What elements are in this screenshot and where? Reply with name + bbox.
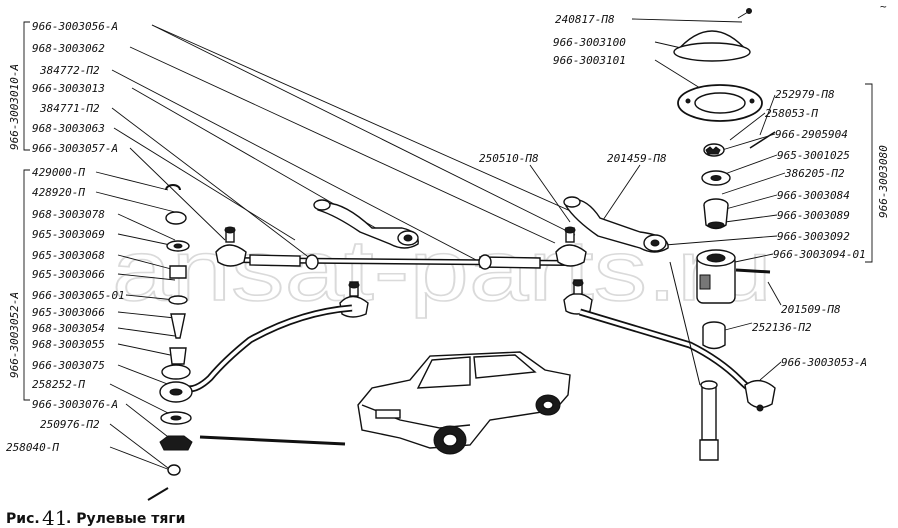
part-label-252136-p2: 252136-П2	[752, 321, 812, 334]
part-label-968-3003062: 968-3003062	[32, 42, 105, 55]
part-label-966-3003084: 966-3003084	[777, 189, 850, 202]
thin-rod	[199, 435, 346, 446]
part-label-428920-p: 428920-П	[32, 186, 85, 199]
part-label-258040-p: 258040-П	[6, 441, 59, 454]
part-label-968-3003063: 968-3003063	[32, 122, 105, 135]
part-label-250510-p8: 250510-П8	[479, 152, 539, 165]
group-bracket-right: 966-3003080	[865, 83, 890, 263]
part-label-965-3003066-b: 965-3003066	[32, 306, 105, 319]
part-label-384772-p2: 384772-П2	[39, 64, 100, 77]
part-label-966-3003065-01: 966-3003065-01	[32, 289, 125, 302]
caption-prefix: Рис.	[6, 511, 40, 527]
part-label-240817-p8: 240817-П8	[555, 13, 615, 26]
center-tie-rod	[231, 254, 571, 270]
group-bracket-left-bottom: 966-3003052-А	[8, 169, 30, 401]
part-label-968-3003054: 968-3003054	[32, 322, 105, 335]
ball-joint-right-upper	[555, 226, 587, 267]
part-label-968-3003078: 968-3003078	[32, 208, 105, 221]
part-label-966-3003075: 966-3003075	[32, 359, 105, 372]
gasket-ring	[677, 84, 763, 122]
part-label-966-3003092: 966-3003092	[777, 230, 850, 243]
dust-cap	[673, 8, 752, 62]
part-label-966-3003100: 966-3003100	[553, 36, 626, 49]
washer-right	[701, 170, 731, 186]
group-bracket-left-top: 966-3003010-А	[8, 21, 30, 151]
part-label-384771-p2: 384771-П2	[39, 102, 100, 115]
idler-arm-right	[563, 196, 669, 253]
part-label-965-3003069: 965-3003069	[32, 228, 105, 241]
part-label-966-3003076-a: 966-3003076-А	[32, 398, 118, 411]
part-label-966-2905904: 966-2905904	[775, 128, 848, 141]
castle-nut-right	[703, 143, 725, 157]
part-label-201459-p8: 201459-П8	[607, 152, 667, 165]
group-label-right: 966-3003080	[877, 145, 890, 218]
caption-title: . Рулевые тяги	[66, 511, 185, 527]
watermark: ansat-parts.ru	[112, 223, 772, 319]
cotter-pin	[749, 131, 776, 149]
ball-joint-left-upper	[215, 226, 247, 267]
right-side-tie-rod	[578, 308, 776, 412]
bushing-lower	[702, 321, 726, 350]
part-label-965-3003068: 965-3003068	[32, 249, 105, 262]
part-label-966-3003056-a: 966-3003056-А	[32, 20, 118, 33]
part-label-252979-p8: 252979-П8	[775, 88, 835, 101]
part-label-965-3003066-a: 965-3003066	[32, 268, 105, 281]
group-label-left-bottom: 966-3003052-А	[8, 292, 21, 378]
ball-joint-right-lower	[563, 279, 593, 315]
left-side-tie-rod	[159, 304, 353, 403]
part-label-250976-p2: 250976-П2	[40, 418, 100, 431]
part-label-966-3003089: 966-3003089	[777, 209, 850, 222]
part-label-966-3003094-01: 966-3003094-01	[773, 248, 866, 261]
part-label-965-3001025: 965-3001025	[777, 149, 850, 162]
idler-arm-left	[313, 199, 419, 249]
part-label-258053-p: 258053-П	[765, 107, 818, 120]
group-label-left-top: 966-3003010-А	[8, 64, 21, 150]
part-label-201509-p8: 201509-П8	[781, 303, 841, 316]
car-illustration	[357, 351, 571, 455]
part-label-966-3003013: 966-3003013	[32, 82, 105, 95]
part-label-966-3003057-a: 966-3003057-А	[32, 142, 118, 155]
figure-caption: Рис. 41 . Рулевые тяги	[6, 506, 185, 528]
leader-lines	[95, 18, 786, 471]
part-label-966-3003053-a: 966-3003053-А	[781, 356, 867, 369]
corner-mark: ~	[880, 0, 887, 13]
left-parts-stack	[147, 184, 193, 501]
pendulum-arm-bracket	[696, 249, 771, 304]
part-label-429000-p: 429000-П	[32, 166, 85, 179]
caption-number: 41	[42, 506, 67, 528]
part-label-966-3003101: 966-3003101	[553, 54, 626, 67]
bushing-upper	[703, 198, 729, 230]
part-label-386205-p2: 386205-П2	[784, 167, 845, 180]
long-bolt	[669, 261, 719, 461]
part-label-258252-p: 258252-П	[32, 378, 85, 391]
part-label-968-3003055: 968-3003055	[32, 338, 105, 351]
